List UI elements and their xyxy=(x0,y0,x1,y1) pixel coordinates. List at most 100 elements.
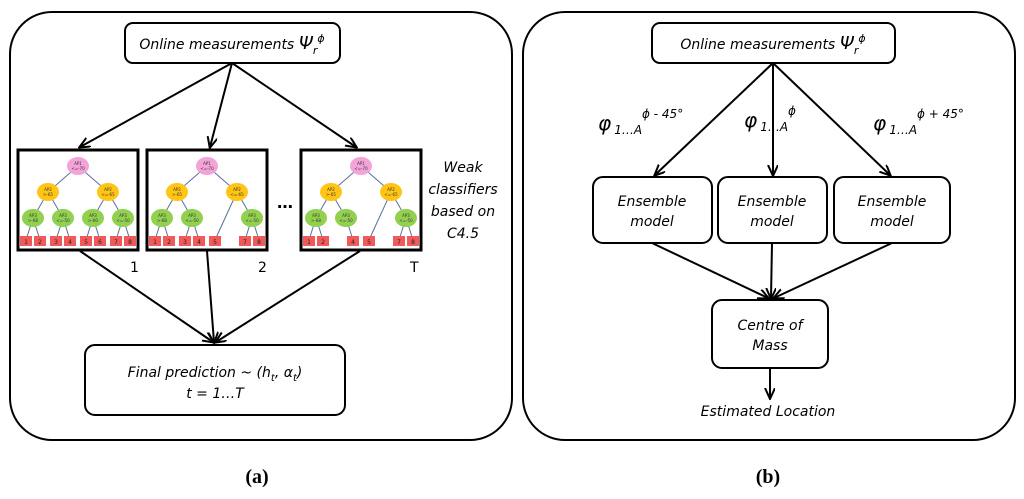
svg-text:2: 2 xyxy=(38,239,42,246)
ellipsis: … xyxy=(277,193,293,212)
tree-leaf xyxy=(363,236,375,246)
ensemble-box-3 xyxy=(833,176,951,244)
a-input-text: Online measurements Ψrϕ xyxy=(139,32,324,57)
tree-node xyxy=(37,183,59,201)
panel-a-frame xyxy=(9,11,513,441)
svg-text:AP1: AP1 xyxy=(203,161,211,166)
tree-leaf xyxy=(64,236,76,246)
svg-text:<=-65: <=-65 xyxy=(101,192,115,197)
tree-leaf xyxy=(209,236,221,246)
svg-text:>-68: >-68 xyxy=(28,218,38,223)
tree-2: AP1<=-70AP2>-65AP2<=-65AP3>-68AP3<=-50AP… xyxy=(145,148,269,252)
tree-leaf xyxy=(193,236,205,246)
svg-text:<=-50: <=-50 xyxy=(116,218,130,223)
ensemble-box-2 xyxy=(717,176,828,244)
svg-text:AP2: AP2 xyxy=(104,187,112,192)
tree-node xyxy=(395,209,417,227)
svg-text:1: 1 xyxy=(24,239,28,246)
tree-label-t: T xyxy=(409,260,419,276)
arrows xyxy=(80,62,892,398)
svg-text:AP3: AP3 xyxy=(119,213,127,218)
svg-text:AP3: AP3 xyxy=(29,213,37,218)
svg-text:AP3: AP3 xyxy=(89,213,97,218)
svg-text:C4.5: C4.5 xyxy=(447,226,479,242)
tree-label-1: 1 xyxy=(130,260,139,276)
svg-text:8: 8 xyxy=(257,239,261,246)
tree-leaf xyxy=(179,236,191,246)
svg-text:1: 1 xyxy=(153,239,157,246)
tree-leaf xyxy=(393,236,405,246)
svg-text:AP2: AP2 xyxy=(44,187,52,192)
svg-text:classifiers: classifiers xyxy=(428,182,497,198)
svg-text:7: 7 xyxy=(397,239,401,246)
svg-text:>-65: >-65 xyxy=(172,192,182,197)
caption-b: (b) xyxy=(756,466,780,488)
svg-text:4: 4 xyxy=(351,239,355,246)
svg-text:Mass: Mass xyxy=(752,338,787,354)
tree-leaf xyxy=(239,236,251,246)
svg-text:AP3: AP3 xyxy=(158,213,166,218)
svg-text:AP3: AP3 xyxy=(59,213,67,218)
tree-label-2: 2 xyxy=(258,260,267,276)
tree-node xyxy=(82,209,104,227)
tree-1: AP1<=-70AP2>-65AP2<=-65AP3>-68AP3<=-50AP… xyxy=(16,148,140,252)
final-prediction-text: Final prediction ~ (ht, αt) xyxy=(128,365,303,384)
centre-text: Centre of xyxy=(737,318,804,334)
svg-text:AP3: AP3 xyxy=(402,213,410,218)
svg-text:>-68: >-68 xyxy=(157,218,167,223)
tree-node xyxy=(181,209,203,227)
svg-text:AP2: AP2 xyxy=(173,187,181,192)
tree-leaf xyxy=(407,236,419,246)
svg-text:>-60: >-60 xyxy=(88,218,98,223)
tree-leaf xyxy=(303,236,315,246)
svg-text:AP3: AP3 xyxy=(312,213,320,218)
tree-leaf xyxy=(149,236,161,246)
svg-text:5: 5 xyxy=(213,239,217,246)
b-input-text: Online measurements Ψrϕ xyxy=(680,32,865,57)
svg-text:4: 4 xyxy=(68,239,72,246)
tree-node xyxy=(151,209,173,227)
svg-text:<=-70: <=-70 xyxy=(354,166,368,171)
svg-text:4: 4 xyxy=(197,239,201,246)
tree-node xyxy=(112,209,134,227)
svg-text:3: 3 xyxy=(54,239,58,246)
tree-node xyxy=(335,209,357,227)
tree-node xyxy=(97,183,119,201)
svg-text:based on: based on xyxy=(431,204,495,220)
svg-text:<=-50: <=-50 xyxy=(245,218,259,223)
svg-text:AP3: AP3 xyxy=(188,213,196,218)
svg-text:AP3: AP3 xyxy=(248,213,256,218)
svg-text:5: 5 xyxy=(367,239,371,246)
svg-text:AP2: AP2 xyxy=(233,187,241,192)
svg-text:<=-50: <=-50 xyxy=(185,218,199,223)
svg-text:6: 6 xyxy=(98,239,102,246)
tree-node xyxy=(380,183,402,201)
tree-leaf xyxy=(94,236,106,246)
tree-node xyxy=(305,209,327,227)
svg-text:3: 3 xyxy=(183,239,187,246)
tree-node xyxy=(241,209,263,227)
tree-node xyxy=(196,157,218,175)
svg-text:<=-70: <=-70 xyxy=(200,166,214,171)
tree-leaf xyxy=(34,236,46,246)
svg-text:>-68: >-68 xyxy=(311,218,321,223)
svg-text:7: 7 xyxy=(243,239,247,246)
tree-leaf xyxy=(20,236,32,246)
svg-text:AP3: AP3 xyxy=(342,213,350,218)
svg-text:AP1: AP1 xyxy=(357,161,365,166)
estimated-location: Estimated Location xyxy=(701,404,836,420)
svg-text:model: model xyxy=(750,214,794,230)
tree-node xyxy=(52,209,74,227)
svg-text:2: 2 xyxy=(321,239,325,246)
svg-text:AP1: AP1 xyxy=(74,161,82,166)
svg-text:AP2: AP2 xyxy=(387,187,395,192)
tree-node xyxy=(166,183,188,201)
svg-text:<=-50: <=-50 xyxy=(339,218,353,223)
tree-leaf xyxy=(347,236,359,246)
svg-text:7: 7 xyxy=(114,239,118,246)
panel-b-frame xyxy=(522,11,1016,441)
